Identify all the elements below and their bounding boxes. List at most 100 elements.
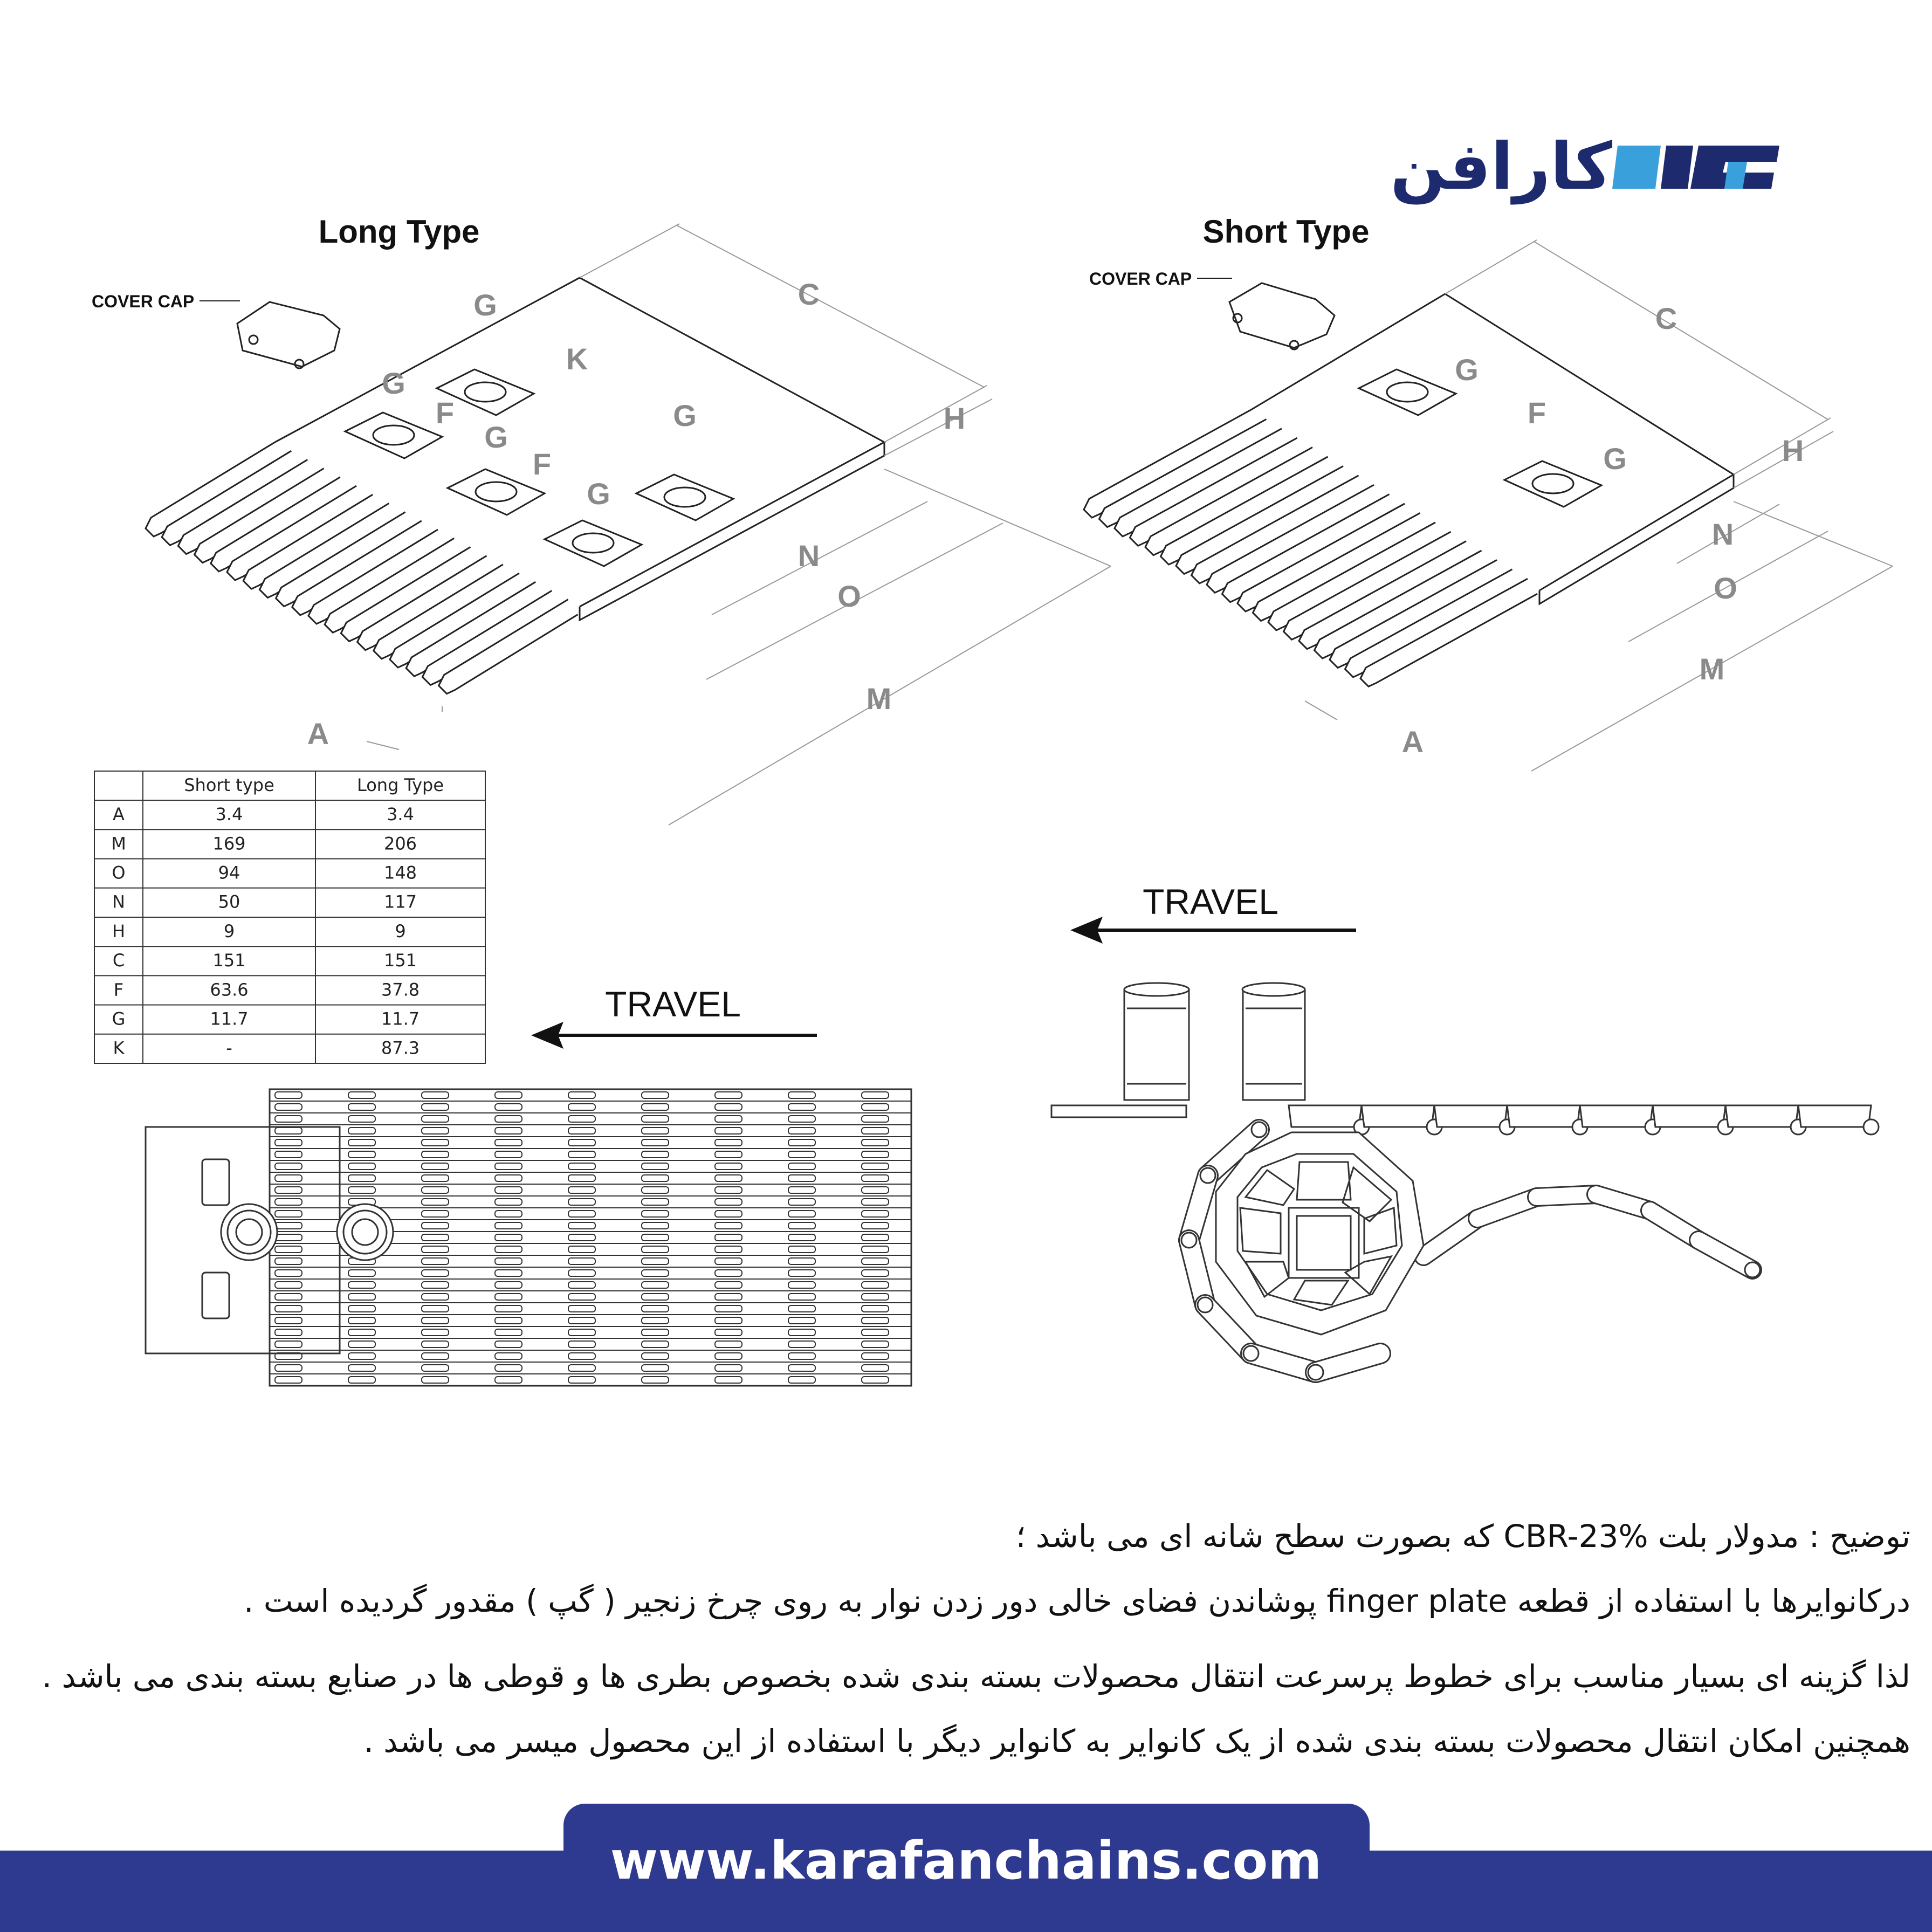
belt-link: [421, 1115, 449, 1123]
belt-link: [494, 1127, 522, 1135]
travel-indicator-right: TRAVEL: [1070, 882, 1356, 944]
dim-label-c: C: [798, 277, 820, 311]
belt-link: [421, 1198, 449, 1206]
belt-link: [641, 1174, 669, 1182]
belt-link: [421, 1139, 449, 1146]
belt-link: [274, 1163, 302, 1170]
belt-link: [714, 1139, 742, 1146]
dim-label-f: F: [436, 396, 454, 430]
belt-link: [788, 1340, 816, 1348]
belt-top-view: [145, 1088, 912, 1387]
dim-label-a: A: [307, 717, 329, 751]
logo-mark-icon: [1612, 146, 1779, 189]
website-link[interactable]: www.karafanchains.com: [610, 1831, 1322, 1891]
belt-link: [568, 1305, 596, 1312]
short-cover-cap-icon: [1228, 282, 1336, 350]
belt-link: [568, 1151, 596, 1158]
belt-link: [788, 1127, 816, 1135]
table-cell: 151: [384, 950, 417, 971]
table-cell: 151: [212, 950, 245, 971]
long-cover-cap-label: COVER CAP: [92, 292, 194, 311]
belt-link: [421, 1293, 449, 1301]
table-cell: 117: [384, 892, 417, 912]
belt-link: [274, 1127, 302, 1135]
belt-link: [714, 1234, 742, 1241]
belt-link: [788, 1281, 816, 1289]
table-cell: 11.7: [210, 1008, 248, 1029]
table-cell: O: [112, 862, 125, 883]
belt-link: [421, 1305, 449, 1312]
description-line-3: لذا گزینه ای بسیار مناسب برای خطوط پرسرع…: [42, 1658, 1910, 1695]
belt-link: [348, 1139, 376, 1146]
belt-link: [348, 1269, 376, 1277]
short-slots: [1357, 368, 1604, 508]
belt-link: [421, 1163, 449, 1170]
belt-link: [348, 1340, 376, 1348]
belt-link: [421, 1281, 449, 1289]
belt-link: [348, 1305, 376, 1312]
belt-link: [788, 1246, 816, 1253]
dim-label-f: F: [1528, 396, 1546, 430]
table-cell: 3.4: [216, 804, 243, 824]
chain-pin: [1744, 1261, 1761, 1278]
belt-link: [714, 1293, 742, 1301]
belt-link: [861, 1103, 889, 1111]
belt-link: [568, 1186, 596, 1194]
belt-link: [788, 1186, 816, 1194]
belt-link: [568, 1269, 596, 1277]
belt-link: [274, 1305, 302, 1312]
belt-link: [494, 1340, 522, 1348]
belt-link: [641, 1317, 669, 1324]
belt-link: [568, 1174, 596, 1182]
belt-link: [641, 1257, 669, 1265]
belt-link: [494, 1257, 522, 1265]
belt-link: [274, 1340, 302, 1348]
belt-link: [421, 1210, 449, 1218]
belt-link: [568, 1364, 596, 1372]
belt-link: [274, 1210, 302, 1218]
table-cell: K: [113, 1038, 125, 1058]
belt-link: [494, 1234, 522, 1241]
belt-link: [788, 1163, 816, 1170]
belt-link: [494, 1163, 522, 1170]
belt-link: [568, 1234, 596, 1241]
belt-link: [421, 1151, 449, 1158]
belt-link: [861, 1174, 889, 1182]
chain-link: [1433, 1104, 1508, 1128]
belt-link: [788, 1352, 816, 1360]
long-slots: [343, 368, 735, 567]
can-icon: [1123, 982, 1190, 1101]
dim-label-n: N: [798, 539, 820, 573]
short-type-drawing: Short Type COVER CAP C G: [1083, 214, 1893, 772]
long-type-title: Long Type: [319, 214, 480, 250]
long-cover-cap-icon: [236, 301, 341, 369]
table-cell: 9: [224, 921, 235, 941]
belt-link: [861, 1234, 889, 1241]
belt-link: [788, 1103, 816, 1111]
belt-link: [714, 1174, 742, 1182]
belt-link: [714, 1376, 742, 1384]
chain-pin: [1862, 1118, 1880, 1136]
belt-link: [568, 1091, 596, 1099]
belt-link: [861, 1163, 889, 1170]
belt-link: [494, 1352, 522, 1360]
chain-link: [1797, 1104, 1872, 1128]
table-cell: 206: [384, 833, 417, 854]
table-cell: C: [113, 950, 125, 971]
belt-link: [641, 1305, 669, 1312]
belt-link: [421, 1317, 449, 1324]
belt-link: [348, 1127, 376, 1135]
belt-link: [788, 1139, 816, 1146]
belt-link: [714, 1163, 742, 1170]
belt-link: [494, 1246, 522, 1253]
belt-link: [494, 1186, 522, 1194]
belt-link: [788, 1234, 816, 1241]
belt-link: [788, 1293, 816, 1301]
table-cell: N: [112, 892, 125, 912]
arrow-left-icon: [1070, 917, 1103, 944]
table-cell: 148: [384, 862, 417, 883]
dim-label-g: G: [382, 366, 405, 400]
description-line-4: همچنین امکان انتقال محصولات بسته بندی شد…: [363, 1723, 1910, 1759]
